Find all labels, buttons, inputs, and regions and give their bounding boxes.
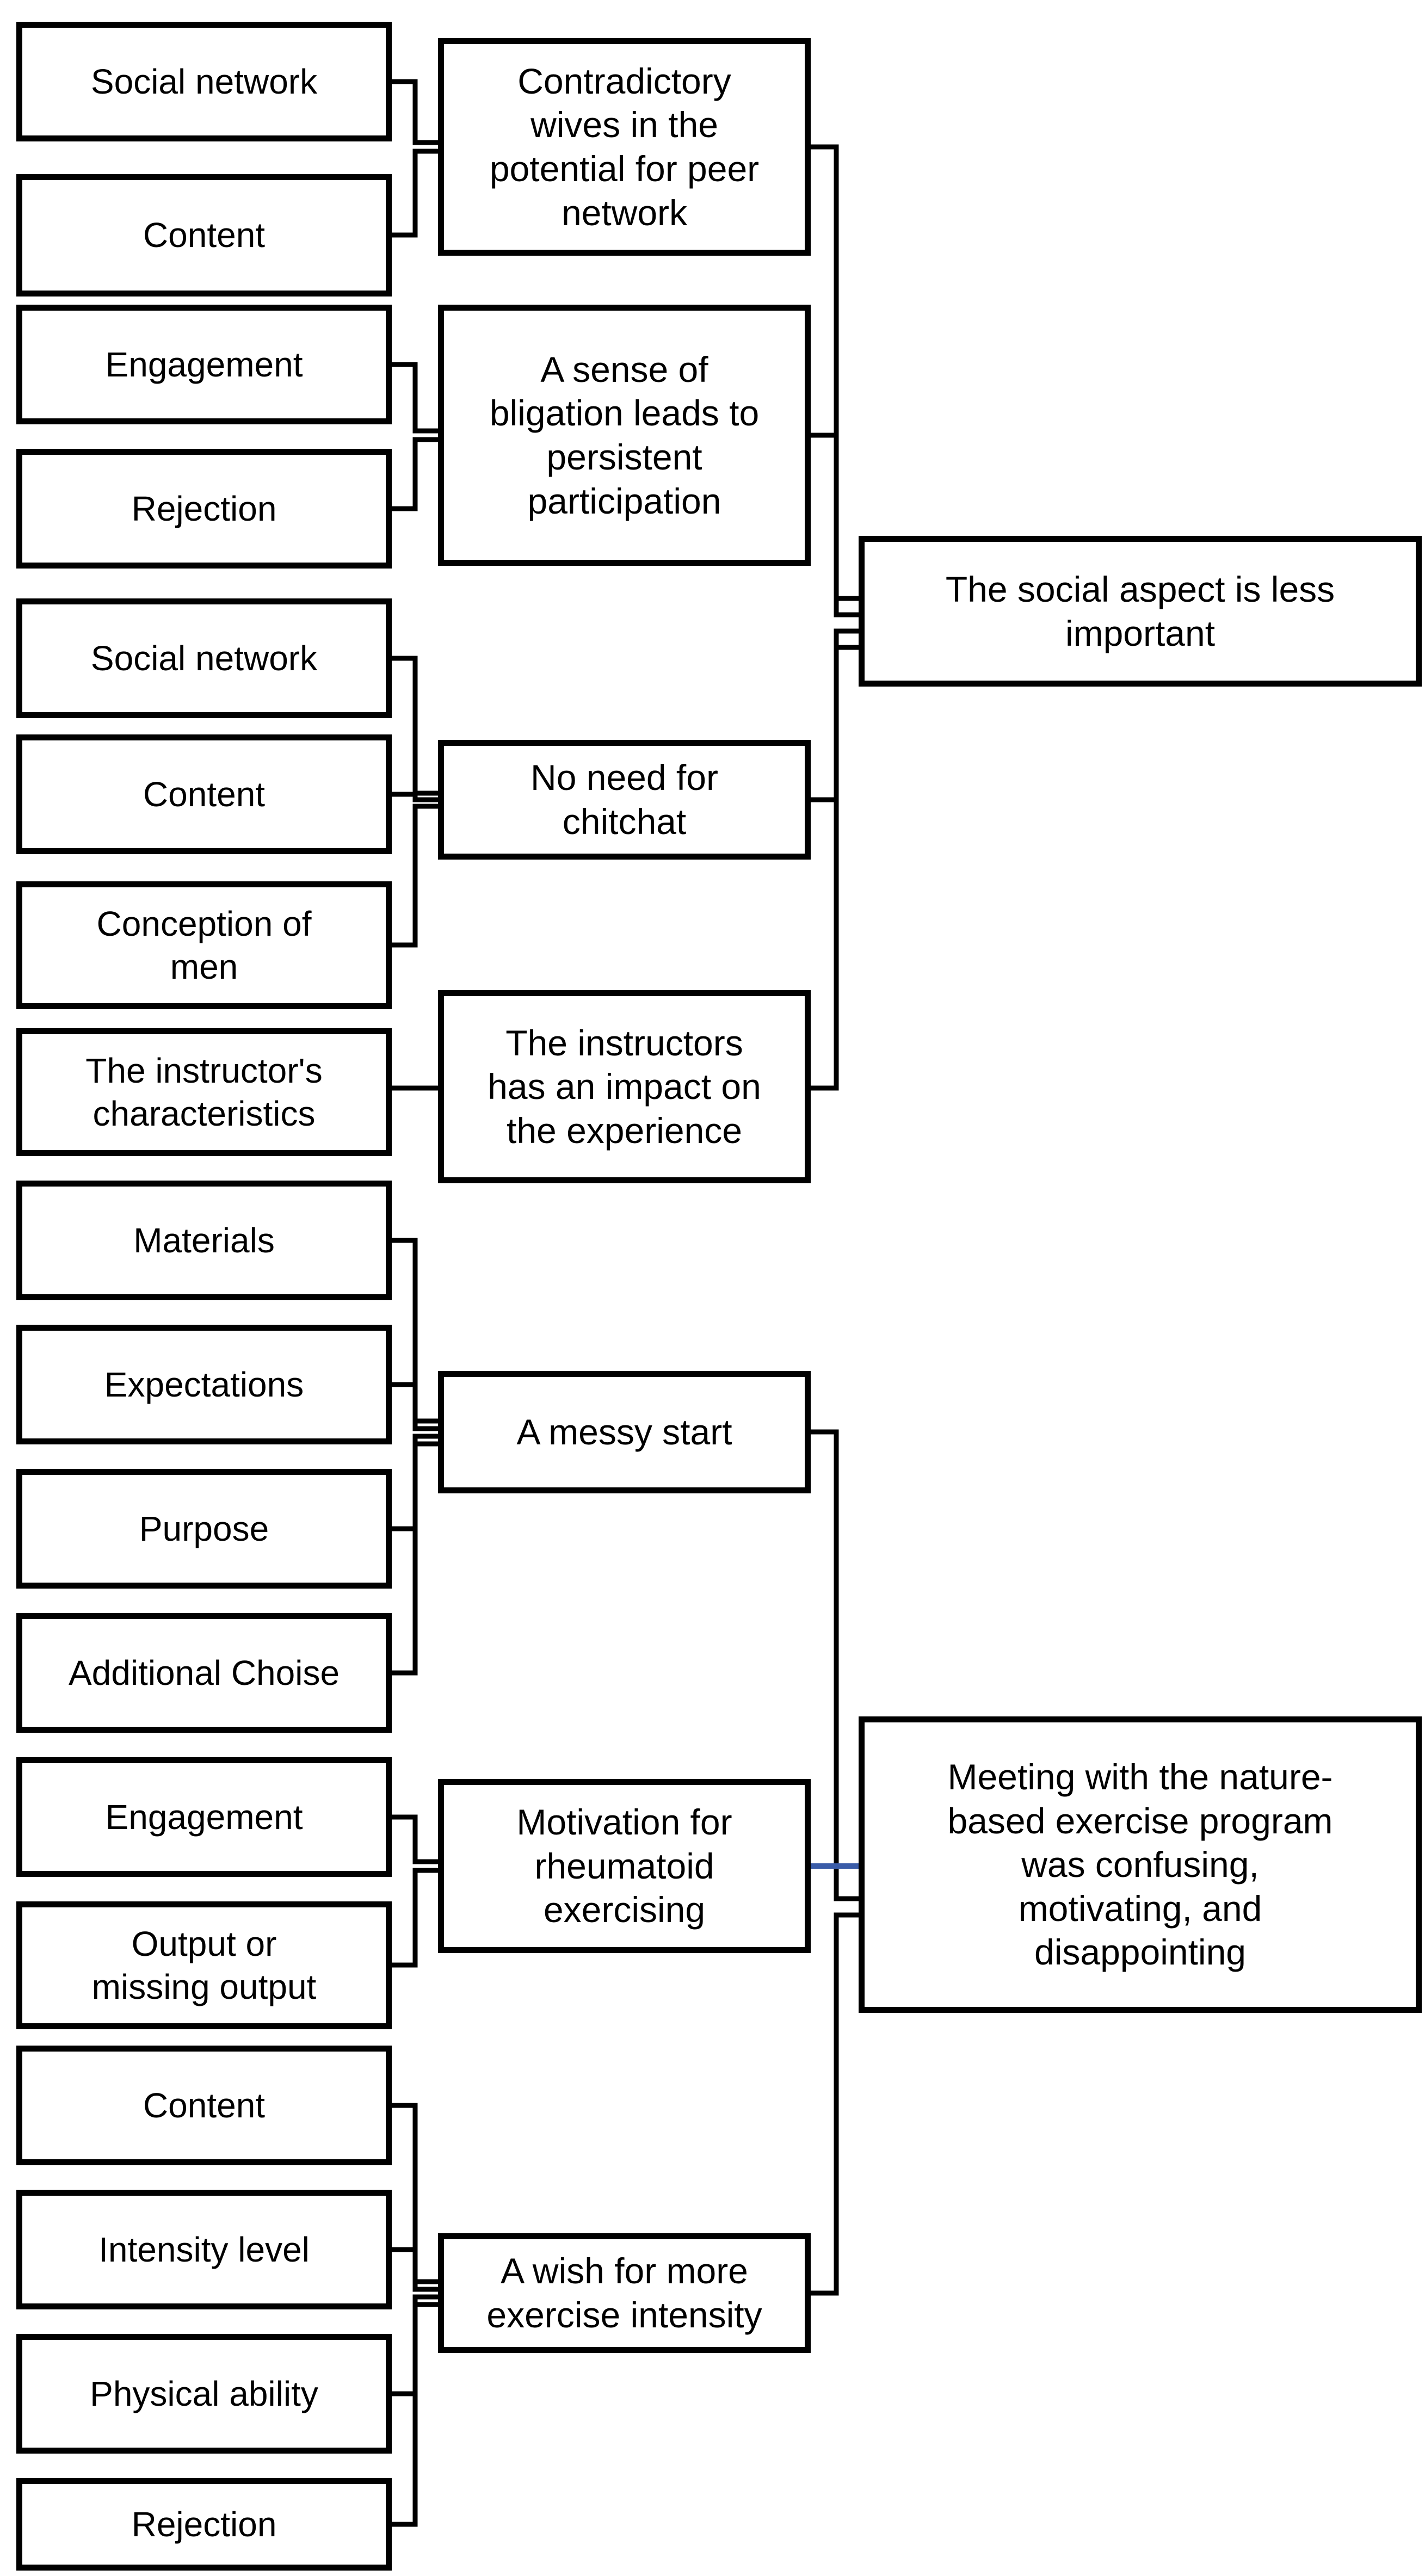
connector-obligation-to-social-aspect: [811, 433, 859, 617]
code-label: Output or missing output: [91, 1924, 317, 2006]
connector-content-3-to-wish: [392, 2103, 438, 2284]
theme-label: The social aspect is less important: [945, 569, 1335, 653]
code-box-materials: Materials: [16, 1181, 392, 1300]
code-box-social-network-2: Social network: [16, 598, 392, 718]
connector-rejection-2-to-wish: [392, 2302, 438, 2527]
theme-label: Meeting with the nature- based exercise …: [947, 1757, 1333, 1973]
code-box-content-1: Content: [16, 174, 392, 296]
code-label: The instructor's characteristics: [85, 1051, 323, 1133]
subtheme-box-motivation-rheumatoid: Motivation for rheumatoid exercising: [438, 1779, 811, 1953]
code-box-expectations: Expectations: [16, 1325, 392, 1444]
code-label: Intensity level: [98, 2229, 310, 2269]
connector-output-to-motivation: [392, 1868, 438, 1968]
subtheme-label: A messy start: [516, 1412, 732, 1453]
subtheme-box-sense-of-obligation: A sense of bligation leads to persistent…: [438, 305, 811, 566]
subtheme-box-no-need-for-chitchat: No need for chitchat: [438, 740, 811, 860]
connector-wish-to-meeting: [811, 1912, 859, 2296]
code-box-output-or-missing-output: Output or missing output: [16, 1901, 392, 2029]
code-box-engagement-2: Engagement: [16, 1757, 392, 1877]
subtheme-box-contradictory-wives: Contradictory wives in the potential for…: [438, 38, 811, 256]
connector-materials-to-messy-start: [392, 1238, 438, 1424]
code-label: Expectations: [104, 1364, 304, 1404]
code-label: Purpose: [139, 1509, 269, 1548]
connector-intensity-to-wish: [392, 2247, 438, 2292]
connector-content-1-to-contradictory: [392, 149, 438, 238]
subtheme-label: No need for chitchat: [530, 757, 718, 842]
connector-social-network-1-to-contradictory: [392, 79, 438, 145]
connector-engagement-2-to-motivation: [392, 1814, 438, 1864]
code-box-rejection-2: Rejection: [16, 2478, 392, 2571]
connector-rejection-1-to-obligation: [392, 437, 438, 511]
code-box-purpose: Purpose: [16, 1469, 392, 1589]
code-label: Additional Choise: [68, 1653, 340, 1692]
code-box-physical-ability: Physical ability: [16, 2334, 392, 2454]
subtheme-label: A wish for more exercise intensity: [486, 2251, 762, 2335]
code-box-instructors-characteristics: The instructor's characteristics: [16, 1028, 392, 1156]
subtheme-label: A sense of bligation leads to persistent…: [489, 349, 760, 521]
code-label: Conception of men: [96, 904, 312, 986]
subtheme-box-wish-more-intensity: A wish for more exercise intensity: [438, 2233, 811, 2353]
subtheme-label: Contradictory wives in the potential for…: [489, 60, 760, 233]
code-label: Social network: [90, 638, 318, 678]
subtheme-box-messy-start: A messy start: [438, 1371, 811, 1493]
code-label: Rejection: [131, 2504, 277, 2544]
code-label: Content: [143, 215, 266, 255]
code-box-intensity-level: Intensity level: [16, 2190, 392, 2309]
connector-additional-choise-to-messy-start: [392, 1441, 438, 1676]
code-box-engagement-1: Engagement: [16, 305, 392, 424]
connector-messy-start-to-meeting: [811, 1429, 859, 1901]
code-label: Content: [143, 2085, 266, 2125]
code-box-conception-of-men: Conception of men: [16, 881, 392, 1009]
subtheme-label: Motivation for rheumatoid exercising: [516, 1802, 732, 1930]
connector-impact-to-social-aspect: [811, 645, 859, 1091]
code-box-rejection-1: Rejection: [16, 449, 392, 569]
theme-box-social-aspect-less-important: The social aspect is less important: [859, 536, 1422, 687]
code-box-additional-choise: Additional Choise: [16, 1613, 392, 1733]
code-label: Engagement: [105, 344, 303, 384]
code-label: Engagement: [105, 1797, 303, 1837]
connector-content-2-to-chitchat: [392, 792, 438, 802]
code-label: Social network: [90, 61, 318, 101]
connector-expectations-to-messy-start: [392, 1382, 438, 1431]
code-label: Physical ability: [90, 2374, 318, 2413]
theme-box-meeting-nature-based-program: Meeting with the nature- based exercise …: [859, 1716, 1422, 2013]
connector-engagement-1-to-obligation: [392, 362, 438, 434]
subtheme-label: The instructors has an impact on the exp…: [488, 1022, 761, 1151]
code-box-content-2: Content: [16, 734, 392, 854]
subtheme-box-instructors-impact: The instructors has an impact on the exp…: [438, 990, 811, 1183]
code-label: Materials: [133, 1220, 275, 1260]
connector-conception-to-chitchat: [392, 804, 438, 948]
code-label: Content: [143, 774, 266, 814]
code-box-social-network-1: Social network: [16, 22, 392, 141]
connector-contradictory-to-social-aspect: [811, 144, 859, 601]
code-label: Rejection: [131, 489, 277, 528]
code-box-content-3: Content: [16, 2046, 392, 2165]
connector-social-network-2-to-chitchat: [392, 656, 438, 796]
